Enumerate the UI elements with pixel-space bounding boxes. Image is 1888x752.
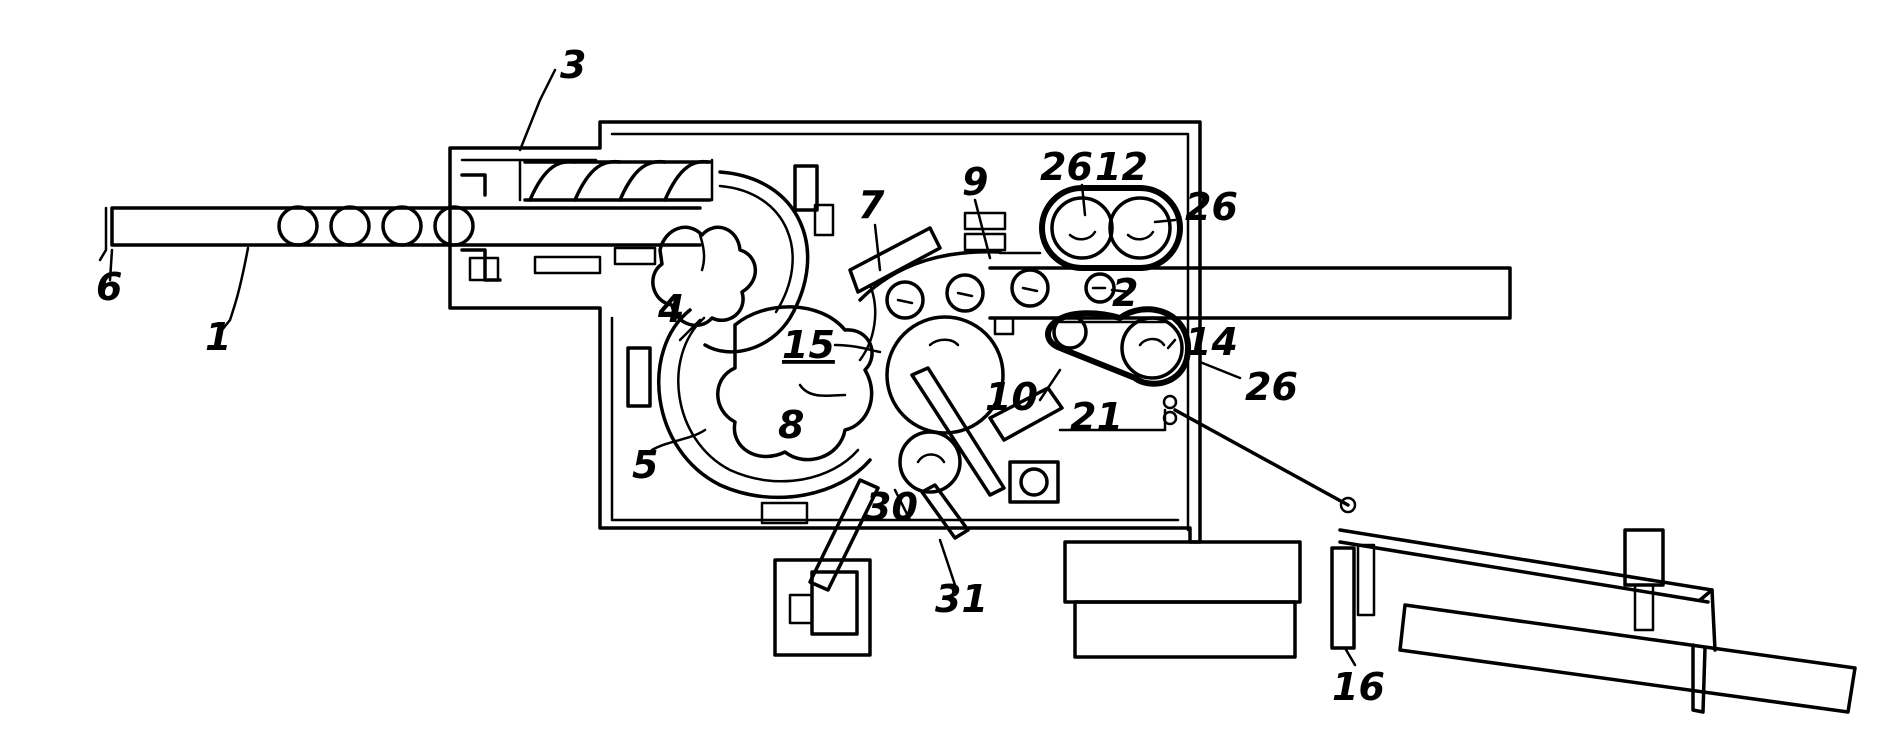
label-26-top-left: 26 <box>1040 145 1093 189</box>
label-6: 6 <box>96 265 122 309</box>
label-1: 1 <box>205 315 231 359</box>
infeed-articles <box>279 207 473 245</box>
label-16: 16 <box>1332 665 1385 709</box>
label-14: 14 <box>1185 320 1238 364</box>
label-26-top-right: 26 <box>1185 185 1238 229</box>
label-8: 8 <box>778 403 804 447</box>
upper-belt-12 <box>1042 188 1180 268</box>
discharge-table <box>1400 605 1855 712</box>
feed-screw <box>520 160 712 200</box>
side-blocks <box>535 166 1005 523</box>
base-block <box>775 560 870 655</box>
lower-boxes <box>1065 542 1300 657</box>
label-21: 21 <box>1070 395 1123 439</box>
lower-belt-14 <box>1048 309 1188 384</box>
label-30: 30 <box>865 485 918 529</box>
label-15: 15 <box>782 323 835 367</box>
infeed-conveyor <box>100 208 700 260</box>
label-3: 3 <box>560 43 586 87</box>
label-2: 2 <box>1112 271 1138 315</box>
reference-numerals: 1 2 3 4 5 6 7 8 9 10 12 14 15 16 21 26 2… <box>96 43 1385 709</box>
guide-plate-7 <box>850 228 1000 300</box>
linkage-arm <box>1175 410 1715 650</box>
label-12: 12 <box>1095 145 1148 189</box>
label-7: 7 <box>858 183 885 227</box>
label-31: 31 <box>935 577 988 621</box>
label-4: 4 <box>657 287 684 331</box>
label-9: 9 <box>962 160 988 204</box>
support-leg-16 <box>1332 545 1374 648</box>
label-26-lower: 26 <box>1245 365 1298 409</box>
roller-30 <box>900 432 960 492</box>
label-5: 5 <box>632 443 658 487</box>
label-10: 10 <box>985 375 1038 419</box>
curved-guide-lower <box>659 285 875 497</box>
left-bracket <box>462 175 500 280</box>
